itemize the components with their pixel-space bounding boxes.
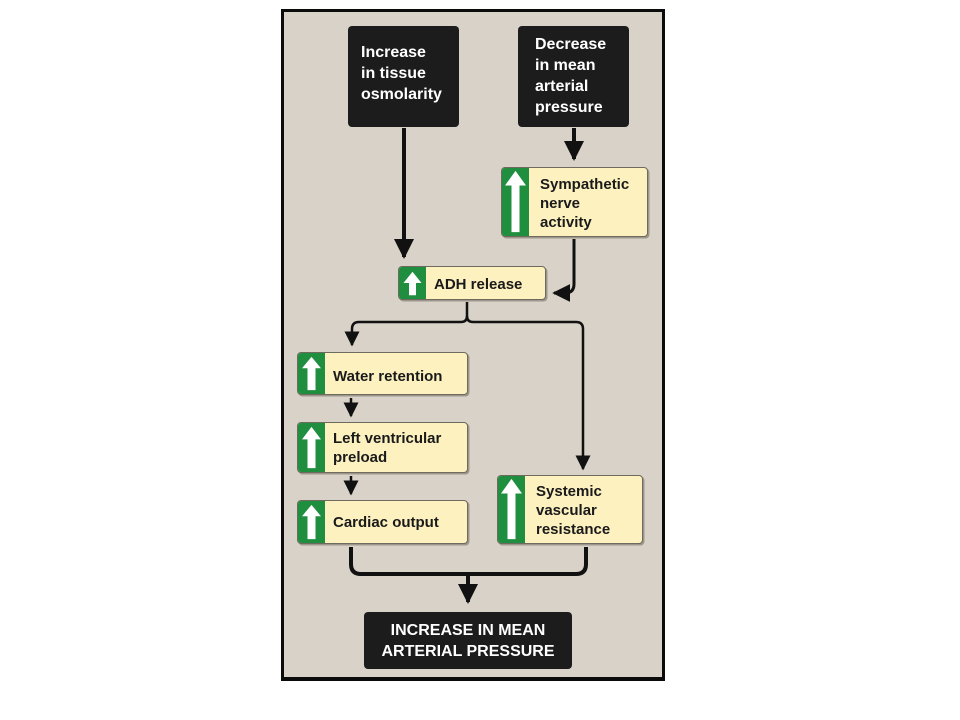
- increase-indicator: [498, 476, 525, 543]
- up-arrow-icon: [501, 478, 522, 540]
- result-box: INCREASE IN MEAN ARTERIAL PRESSURE: [364, 612, 572, 669]
- increase-indicator: [298, 423, 325, 472]
- arrow-sympathetic-to-adh: [552, 239, 576, 302]
- up-arrow-icon: [403, 271, 422, 296]
- up-arrow-icon: [302, 504, 321, 540]
- input-osmolarity: Increase in tissue osmolarity: [348, 26, 459, 127]
- node-water-retention: Water retention: [297, 352, 468, 395]
- arrow-adh-split: [344, 302, 469, 347]
- up-arrow-icon: [302, 356, 321, 391]
- node-systemic-vascular-resistance: Systemic vascular resistance: [497, 475, 643, 544]
- arrow-merge-to-result: [349, 547, 588, 602]
- input-pressure: Decrease in mean arterial pressure: [518, 26, 629, 127]
- increase-indicator: [502, 168, 529, 236]
- node-adh-release: ADH release: [398, 266, 546, 300]
- node-cardiac-output: Cardiac output: [297, 500, 468, 544]
- up-arrow-icon: [302, 426, 321, 469]
- node-left-ventricular-preload: Left ventricular preload: [297, 422, 468, 473]
- increase-indicator: [298, 501, 325, 543]
- up-arrow-icon: [505, 170, 526, 233]
- arrow-adh-to-svr: [465, 315, 591, 471]
- node-sympathetic: Sympathetic nerve activity: [501, 167, 648, 237]
- increase-indicator: [399, 267, 426, 299]
- increase-indicator: [298, 353, 325, 394]
